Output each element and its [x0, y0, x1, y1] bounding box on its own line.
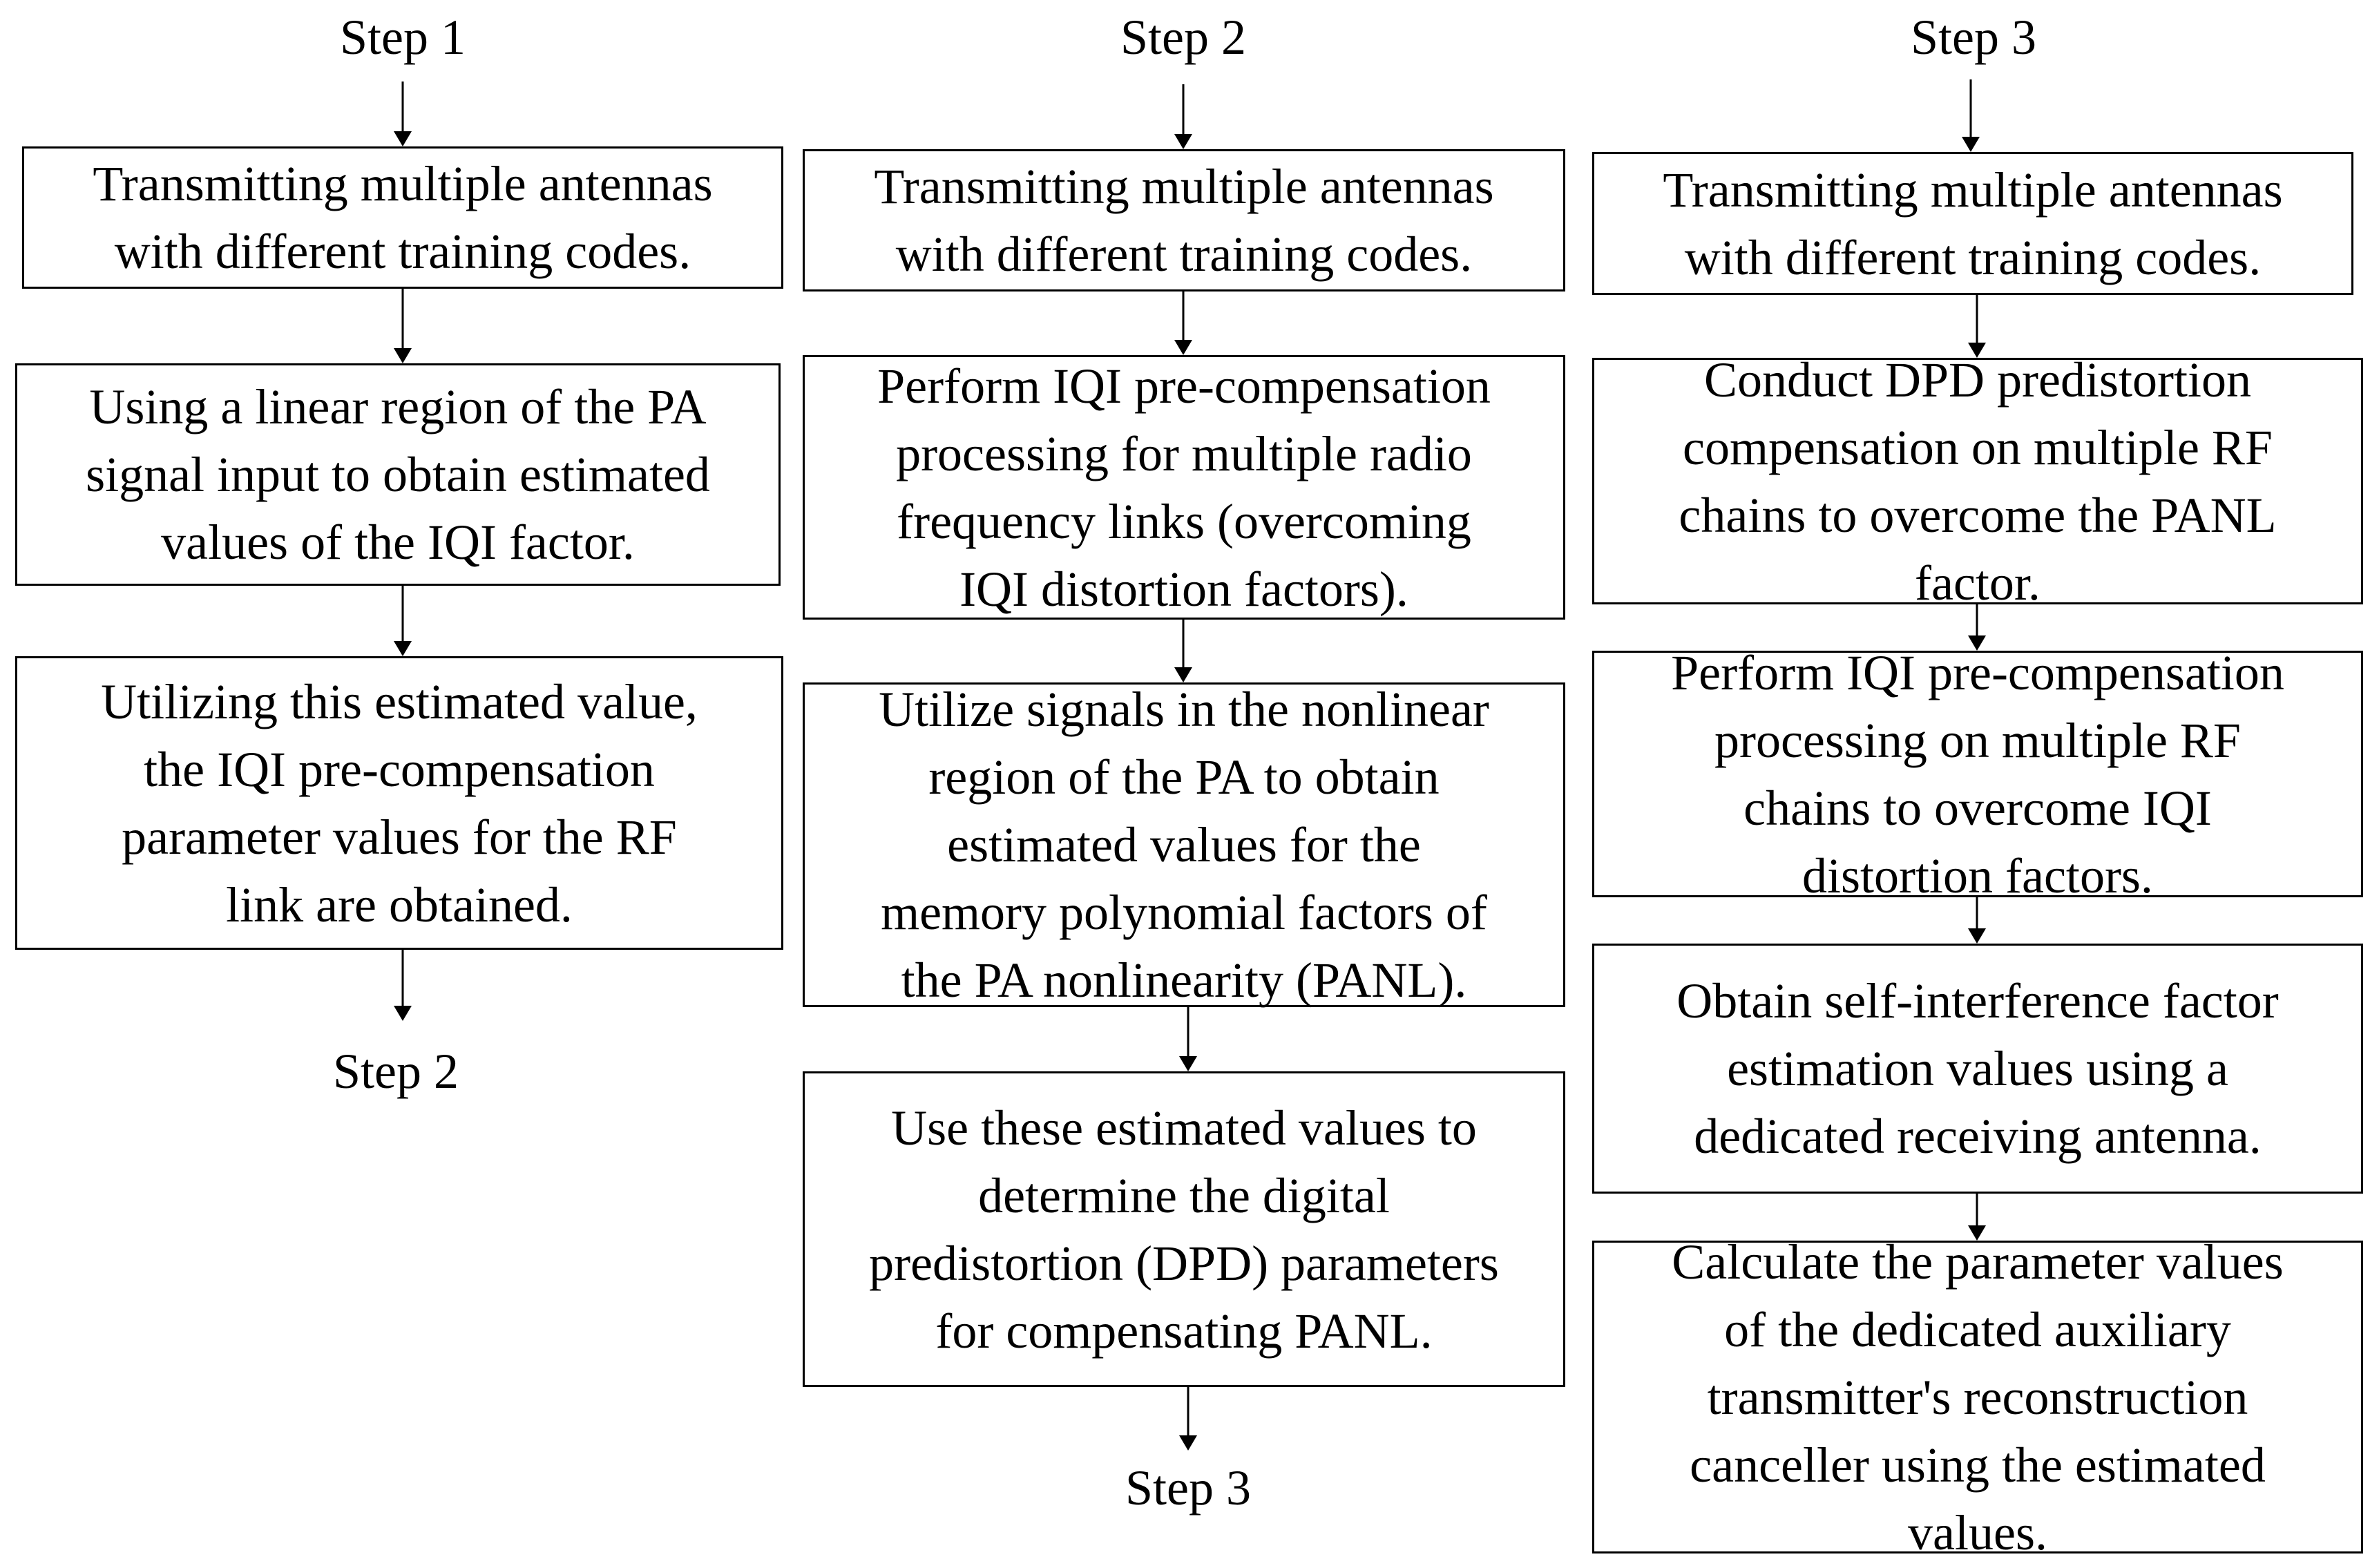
c1-box2-linear-region: Using a linear region of the PA signal i… [15, 363, 781, 586]
step2-footer: Step 2 [332, 1044, 459, 1099]
c2-box1-text: Transmitting multiple antennas with diff… [874, 159, 1494, 282]
step3-header: Step 3 [1910, 10, 2036, 65]
c3-box3-text: Perform IQI pre-compensation processing … [1671, 644, 2284, 903]
c1-box3-text: Utilizing this estimated value, the IQI … [101, 673, 698, 933]
c3-box2-text: Conduct DPD predistortion compensation o… [1679, 352, 2277, 611]
step2-header: Step 2 [1120, 10, 1246, 65]
c3-box1-transmit: Transmitting multiple antennas with diff… [1592, 152, 2353, 295]
c3-box3-iqi-precomp: Perform IQI pre-compensation processing … [1592, 645, 2363, 903]
c2-box3-nonlinear-region: Utilize signals in the nonlinear region … [803, 682, 1565, 1008]
c1-box1-text: Transmitting multiple antennas with diff… [93, 156, 713, 279]
c2-box2-iqi-precomp: Perform IQI pre-compensation processing … [803, 355, 1565, 620]
c2-box3-text: Utilize signals in the nonlinear region … [879, 682, 1489, 1008]
step1-header: Step 1 [339, 10, 466, 65]
c3-box5-text: Calculate the parameter values of the de… [1672, 1234, 2284, 1560]
c2-box2-text: Perform IQI pre-compensation processing … [877, 358, 1491, 617]
c2-box4-dpd-params: Use these estimated values to determine … [803, 1071, 1565, 1387]
c2-box4-text: Use these estimated values to determine … [869, 1100, 1499, 1359]
c3-box5-canceller-params: Calculate the parameter values of the de… [1592, 1234, 2363, 1560]
c3-box2-dpd-compensation: Conduct DPD predistortion compensation o… [1592, 352, 2363, 611]
c1-box1-transmit: Transmitting multiple antennas with diff… [22, 146, 783, 289]
c3-box4-text: Obtain self-interference factor estimati… [1676, 973, 2279, 1164]
c2-box1-transmit: Transmitting multiple antennas with diff… [803, 149, 1565, 291]
c1-box3-iqi-params: Utilizing this estimated value, the IQI … [15, 656, 783, 950]
c3-box1-text: Transmitting multiple antennas with diff… [1663, 162, 2283, 285]
step3-footer: Step 3 [1125, 1460, 1251, 1516]
c1-box2-text: Using a linear region of the PA signal i… [86, 379, 710, 570]
c3-box4-self-interference: Obtain self-interference factor estimati… [1592, 944, 2363, 1194]
